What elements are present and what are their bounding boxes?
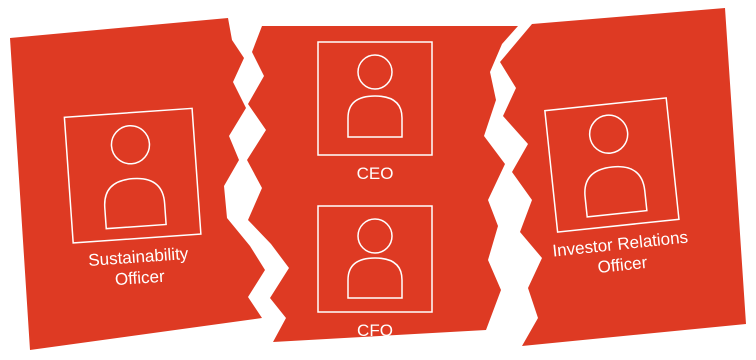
person-head-icon bbox=[110, 125, 151, 165]
center-panel-shape bbox=[247, 26, 518, 342]
right-panel-shape bbox=[500, 8, 746, 346]
person-head-icon bbox=[588, 114, 629, 154]
person-body-icon bbox=[347, 257, 403, 299]
person-icon bbox=[347, 54, 403, 138]
node-label: CFO bbox=[357, 321, 393, 340]
portrait-frame bbox=[544, 97, 680, 233]
portrait-frame bbox=[317, 41, 433, 156]
person-icon bbox=[104, 125, 167, 230]
cfo-node: CFO bbox=[317, 205, 433, 340]
portrait-frame bbox=[317, 205, 433, 313]
left-panel: Sustainability Officer bbox=[10, 18, 265, 350]
person-body-icon bbox=[104, 177, 167, 230]
center-panel: CEO CFO bbox=[247, 26, 518, 342]
right-panel: Investor Relations Officer bbox=[500, 8, 746, 346]
person-head-icon bbox=[357, 218, 393, 254]
person-icon bbox=[347, 218, 403, 299]
portrait-frame bbox=[63, 107, 202, 244]
person-body-icon bbox=[584, 165, 648, 218]
ceo-node: CEO bbox=[317, 41, 433, 183]
node-label: CEO bbox=[357, 164, 394, 183]
left-panel-shape bbox=[10, 18, 265, 350]
person-icon bbox=[584, 114, 648, 218]
person-body-icon bbox=[347, 95, 403, 138]
person-head-icon bbox=[357, 54, 393, 90]
node-label-line2: Officer bbox=[114, 267, 165, 289]
